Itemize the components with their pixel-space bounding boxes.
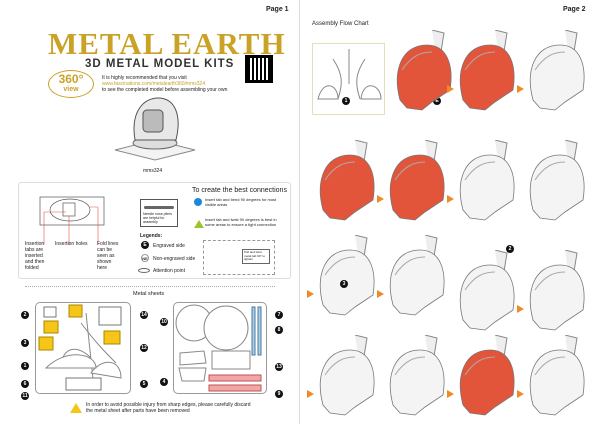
sheet-1-parts — [38, 304, 122, 391]
flow-arrow-icon — [307, 390, 314, 398]
twist-diagram: Pull and twist metal tab 90° to tighten — [203, 240, 275, 275]
part-number: 10 — [160, 318, 168, 326]
part-number: 13 — [275, 363, 283, 371]
assembly-step-helmet — [389, 140, 445, 221]
part-number: 5 — [140, 380, 148, 388]
flow-arrow-icon — [447, 390, 454, 398]
flow-arrow-icon — [517, 390, 524, 398]
part-number: 4 — [160, 378, 168, 386]
flow-chart-title: Assembly Flow Chart — [312, 21, 369, 27]
page-divider — [299, 0, 300, 424]
360-label: view — [63, 86, 79, 93]
visit-link[interactable]: www.fascinations.com/metalearth360/mms32… — [102, 81, 206, 87]
assembly-step-helmet — [459, 140, 515, 221]
part-number: 14 — [140, 311, 148, 319]
flow-arrow-icon — [377, 195, 384, 203]
visit-line1: It is highly recommended that you visit — [102, 75, 187, 81]
assembly-step-helmet — [396, 30, 452, 111]
engraved-step-badge: E — [433, 97, 441, 105]
visit-info: It is highly recommended that you visit … — [102, 75, 252, 93]
flow-arrow-icon — [377, 290, 384, 298]
assembly-step-helmet — [319, 335, 375, 416]
legends-title: Legends: — [140, 233, 163, 239]
assembly-step-helmet — [389, 235, 445, 316]
assembly-step-helmet — [529, 30, 585, 111]
flow-arrow-icon — [517, 305, 524, 313]
assembly-step-helmet — [389, 335, 445, 416]
subtitle: 3D METAL MODEL KITS — [85, 58, 235, 70]
sheet-2-parts — [175, 304, 262, 392]
assembly-step-helmet — [319, 235, 375, 316]
model-preview-image — [114, 97, 196, 161]
sheets-title: Metal sheets — [133, 291, 165, 297]
metal-sheet-2 — [173, 302, 267, 394]
engraved-icon: E — [141, 241, 149, 249]
step-1-badge: 1 — [342, 97, 350, 105]
non-engraved-label: Non-engraved side — [153, 256, 196, 262]
assembly-step-helmet — [529, 140, 585, 221]
step-1-detail — [312, 43, 385, 115]
section-divider — [25, 286, 275, 287]
warning-icon — [70, 403, 82, 413]
metal-sheet-1 — [35, 302, 131, 394]
qr-code[interactable] — [245, 55, 273, 83]
pliers-box: Needle nose pliers are helpful for assem… — [140, 199, 178, 227]
attention-icon — [138, 268, 150, 273]
insertion-diagram — [39, 196, 105, 245]
assembly-step-helmet — [459, 30, 515, 111]
step-3-badge: 3 — [340, 280, 348, 288]
assembly-step-helmet — [459, 250, 515, 331]
assembly-step-helmet — [529, 335, 585, 416]
part-number: 12 — [140, 344, 148, 352]
twist-icon — [194, 220, 204, 228]
part-number: 3 — [21, 339, 29, 347]
non-engraved-icon: NE — [141, 254, 149, 262]
fold-lines-label: Fold lines can be seen as shown here — [97, 241, 119, 271]
page-number-2: Page 2 — [563, 6, 586, 13]
bend-label: Insert tab and bend 90 degrees for most … — [205, 197, 277, 207]
flow-arrow-icon — [447, 195, 454, 203]
connections-title: To create the best connections — [192, 187, 287, 194]
assembly-step-helmet — [459, 335, 515, 416]
part-number: 7 — [275, 311, 283, 319]
twist-label: Insert tab and twist 90 degrees is best … — [205, 217, 277, 227]
flow-arrow-icon — [447, 85, 454, 93]
part-number: 6 — [21, 380, 29, 388]
part-number: 2 — [21, 311, 29, 319]
assembly-step-helmet — [529, 250, 585, 331]
attention-label: Attention point — [153, 268, 185, 274]
part-number: 11 — [21, 392, 29, 400]
pliers-label: Needle nose pliers are helpful for assem… — [143, 212, 172, 224]
engraved-label: Engraved side — [153, 243, 185, 249]
model-code: mms324 — [143, 168, 163, 174]
pliers-icon — [144, 206, 174, 209]
tips-panel — [18, 182, 291, 279]
page-number: Page 1 — [266, 6, 289, 13]
step-1-parts — [317, 49, 382, 100]
twist-note: Pull and twist metal tab 90° to tighten — [242, 249, 270, 264]
360-number: 360° — [58, 72, 84, 86]
warning-text: In order to avoid possible injury from s… — [86, 402, 251, 414]
flow-arrow-icon — [517, 85, 524, 93]
assembly-step-helmet — [319, 140, 375, 221]
bend-icon — [194, 198, 202, 206]
insertion-tabs-label: Insertion tabs are inserted and then fol… — [25, 241, 45, 271]
insertion-holes-label: Insertion holes — [55, 241, 88, 247]
step-2-badge: 2 — [506, 245, 514, 253]
part-number: 9 — [275, 390, 283, 398]
360-view-badge: 360°view — [48, 70, 94, 98]
part-number: 8 — [275, 326, 283, 334]
visit-line2: to see the completed model before assemb… — [102, 87, 228, 93]
part-number: 1 — [21, 362, 29, 370]
flow-arrow-icon — [307, 290, 314, 298]
